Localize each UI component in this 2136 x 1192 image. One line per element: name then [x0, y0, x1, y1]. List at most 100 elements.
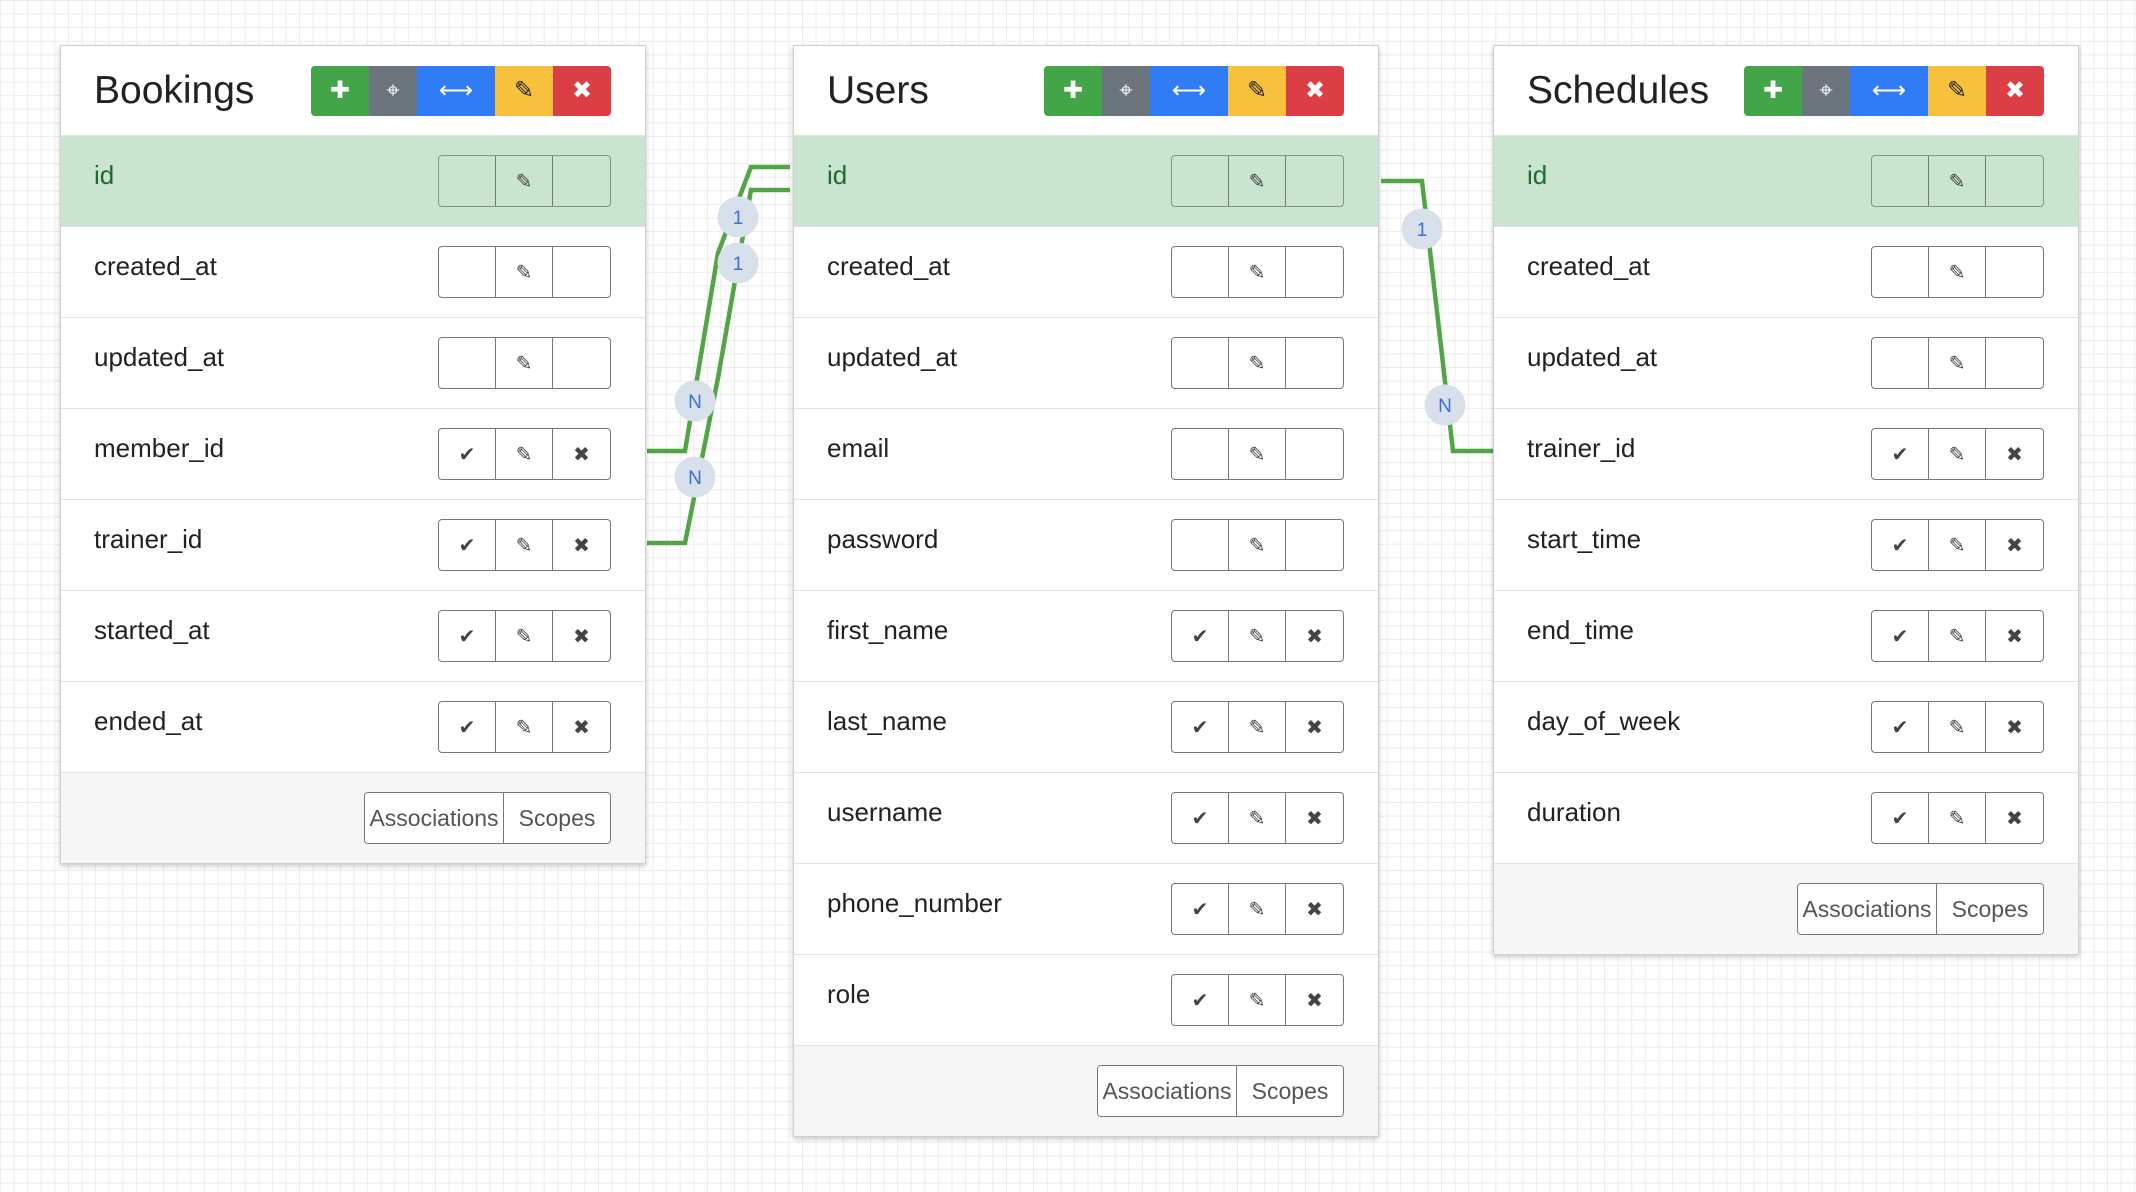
- associations-button[interactable]: Associations: [1098, 1066, 1237, 1116]
- remove-field-button[interactable]: [1986, 156, 2043, 206]
- remove-field-button[interactable]: ✖: [1986, 611, 2043, 661]
- remove-field-button[interactable]: ✖: [553, 520, 610, 570]
- resize-model-button[interactable]: ⟷: [417, 65, 495, 116]
- confirm-field-button[interactable]: [439, 156, 496, 206]
- edit-field-button[interactable]: ✎: [1929, 338, 1986, 388]
- edit-model-button[interactable]: ✎: [1228, 65, 1286, 116]
- move-model-button[interactable]: ⌖: [1102, 65, 1150, 116]
- edit-field-button[interactable]: ✎: [1229, 156, 1286, 206]
- confirm-field-button[interactable]: [1872, 156, 1929, 206]
- delete-model-button[interactable]: ✖: [553, 65, 611, 116]
- remove-field-button[interactable]: ✖: [1286, 975, 1343, 1025]
- edit-field-button[interactable]: ✎: [496, 247, 553, 297]
- confirm-field-button[interactable]: [1172, 156, 1229, 206]
- remove-field-button[interactable]: ✖: [1986, 793, 2043, 843]
- confirm-field-button[interactable]: ✔: [1872, 793, 1929, 843]
- remove-field-button[interactable]: ✖: [553, 429, 610, 479]
- model-card-schedules[interactable]: Schedules ✚ ⌖ ⟷ ✎ ✖ id✎created_at✎update…: [1493, 45, 2079, 955]
- remove-field-button[interactable]: [1286, 247, 1343, 297]
- edit-model-button[interactable]: ✎: [1928, 65, 1986, 116]
- edit-field-button[interactable]: ✎: [1229, 611, 1286, 661]
- scopes-button[interactable]: Scopes: [1237, 1066, 1343, 1116]
- confirm-field-button[interactable]: ✔: [1172, 975, 1229, 1025]
- remove-field-button[interactable]: ✖: [1986, 520, 2043, 570]
- confirm-field-button[interactable]: ✔: [439, 702, 496, 752]
- model-card-bookings[interactable]: Bookings ✚ ⌖ ⟷ ✎ ✖ id✎created_at✎updated…: [60, 45, 646, 864]
- add-field-button[interactable]: ✚: [311, 65, 369, 116]
- confirm-field-button[interactable]: ✔: [1872, 520, 1929, 570]
- edit-field-button[interactable]: ✎: [496, 520, 553, 570]
- edit-field-button[interactable]: ✎: [1229, 247, 1286, 297]
- edit-field-button[interactable]: ✎: [1929, 611, 1986, 661]
- edit-field-button[interactable]: ✎: [1229, 338, 1286, 388]
- relation-schedules-trainer-users[interactable]: [1381, 178, 1494, 454]
- edit-field-button[interactable]: ✎: [1229, 429, 1286, 479]
- confirm-field-button[interactable]: [1172, 429, 1229, 479]
- confirm-field-button[interactable]: [439, 247, 496, 297]
- remove-field-button[interactable]: [553, 338, 610, 388]
- edit-field-button[interactable]: ✎: [496, 429, 553, 479]
- add-field-button[interactable]: ✚: [1044, 65, 1102, 116]
- move-model-button[interactable]: ⌖: [1802, 65, 1850, 116]
- remove-field-button[interactable]: [1286, 338, 1343, 388]
- confirm-field-button[interactable]: [1872, 247, 1929, 297]
- edit-field-button[interactable]: ✎: [1229, 793, 1286, 843]
- edit-field-button[interactable]: ✎: [1229, 702, 1286, 752]
- confirm-field-button[interactable]: ✔: [1172, 611, 1229, 661]
- scopes-button[interactable]: Scopes: [504, 793, 610, 843]
- resize-model-button[interactable]: ⟷: [1150, 65, 1228, 116]
- confirm-field-button[interactable]: ✔: [1172, 793, 1229, 843]
- confirm-field-button[interactable]: [1172, 247, 1229, 297]
- relation-bookings-trainer-users[interactable]: [647, 187, 790, 546]
- confirm-field-button[interactable]: ✔: [1172, 702, 1229, 752]
- confirm-field-button[interactable]: [439, 338, 496, 388]
- move-model-button[interactable]: ⌖: [369, 65, 417, 116]
- edit-field-button[interactable]: ✎: [1929, 520, 1986, 570]
- model-card-users[interactable]: Users ✚ ⌖ ⟷ ✎ ✖ id✎created_at✎updated_at…: [793, 45, 1379, 1137]
- remove-field-button[interactable]: [1286, 429, 1343, 479]
- remove-field-button[interactable]: ✖: [553, 611, 610, 661]
- remove-field-button[interactable]: [1986, 247, 2043, 297]
- remove-field-button[interactable]: ✖: [1286, 611, 1343, 661]
- edit-field-button[interactable]: ✎: [496, 156, 553, 206]
- edit-field-button[interactable]: ✎: [1929, 702, 1986, 752]
- edit-field-button[interactable]: ✎: [496, 611, 553, 661]
- remove-field-button[interactable]: [553, 156, 610, 206]
- edit-field-button[interactable]: ✎: [1929, 429, 1986, 479]
- confirm-field-button[interactable]: ✔: [1872, 611, 1929, 661]
- scopes-button[interactable]: Scopes: [1937, 884, 2043, 934]
- confirm-field-button[interactable]: ✔: [439, 429, 496, 479]
- delete-model-button[interactable]: ✖: [1986, 65, 2044, 116]
- remove-field-button[interactable]: [1986, 338, 2043, 388]
- confirm-field-button[interactable]: [1172, 338, 1229, 388]
- remove-field-button[interactable]: [1286, 156, 1343, 206]
- delete-model-button[interactable]: ✖: [1286, 65, 1344, 116]
- remove-field-button[interactable]: ✖: [1986, 702, 2043, 752]
- remove-field-button[interactable]: [553, 247, 610, 297]
- edit-model-button[interactable]: ✎: [495, 65, 553, 116]
- confirm-field-button[interactable]: ✔: [1872, 702, 1929, 752]
- resize-model-button[interactable]: ⟷: [1850, 65, 1928, 116]
- confirm-field-button[interactable]: ✔: [439, 520, 496, 570]
- edit-field-button[interactable]: ✎: [496, 338, 553, 388]
- edit-field-button[interactable]: ✎: [1229, 520, 1286, 570]
- relation-bookings-member-users[interactable]: [647, 164, 790, 454]
- associations-button[interactable]: Associations: [1798, 884, 1937, 934]
- remove-field-button[interactable]: ✖: [1286, 884, 1343, 934]
- edit-field-button[interactable]: ✎: [496, 702, 553, 752]
- edit-field-button[interactable]: ✎: [1929, 156, 1986, 206]
- remove-field-button[interactable]: ✖: [553, 702, 610, 752]
- confirm-field-button[interactable]: [1872, 338, 1929, 388]
- edit-field-button[interactable]: ✎: [1229, 975, 1286, 1025]
- confirm-field-button[interactable]: ✔: [1172, 884, 1229, 934]
- edit-field-button[interactable]: ✎: [1229, 884, 1286, 934]
- confirm-field-button[interactable]: ✔: [1872, 429, 1929, 479]
- edit-field-button[interactable]: ✎: [1929, 793, 1986, 843]
- edit-field-button[interactable]: ✎: [1929, 247, 1986, 297]
- remove-field-button[interactable]: ✖: [1986, 429, 2043, 479]
- associations-button[interactable]: Associations: [365, 793, 504, 843]
- add-field-button[interactable]: ✚: [1744, 65, 1802, 116]
- confirm-field-button[interactable]: [1172, 520, 1229, 570]
- remove-field-button[interactable]: ✖: [1286, 702, 1343, 752]
